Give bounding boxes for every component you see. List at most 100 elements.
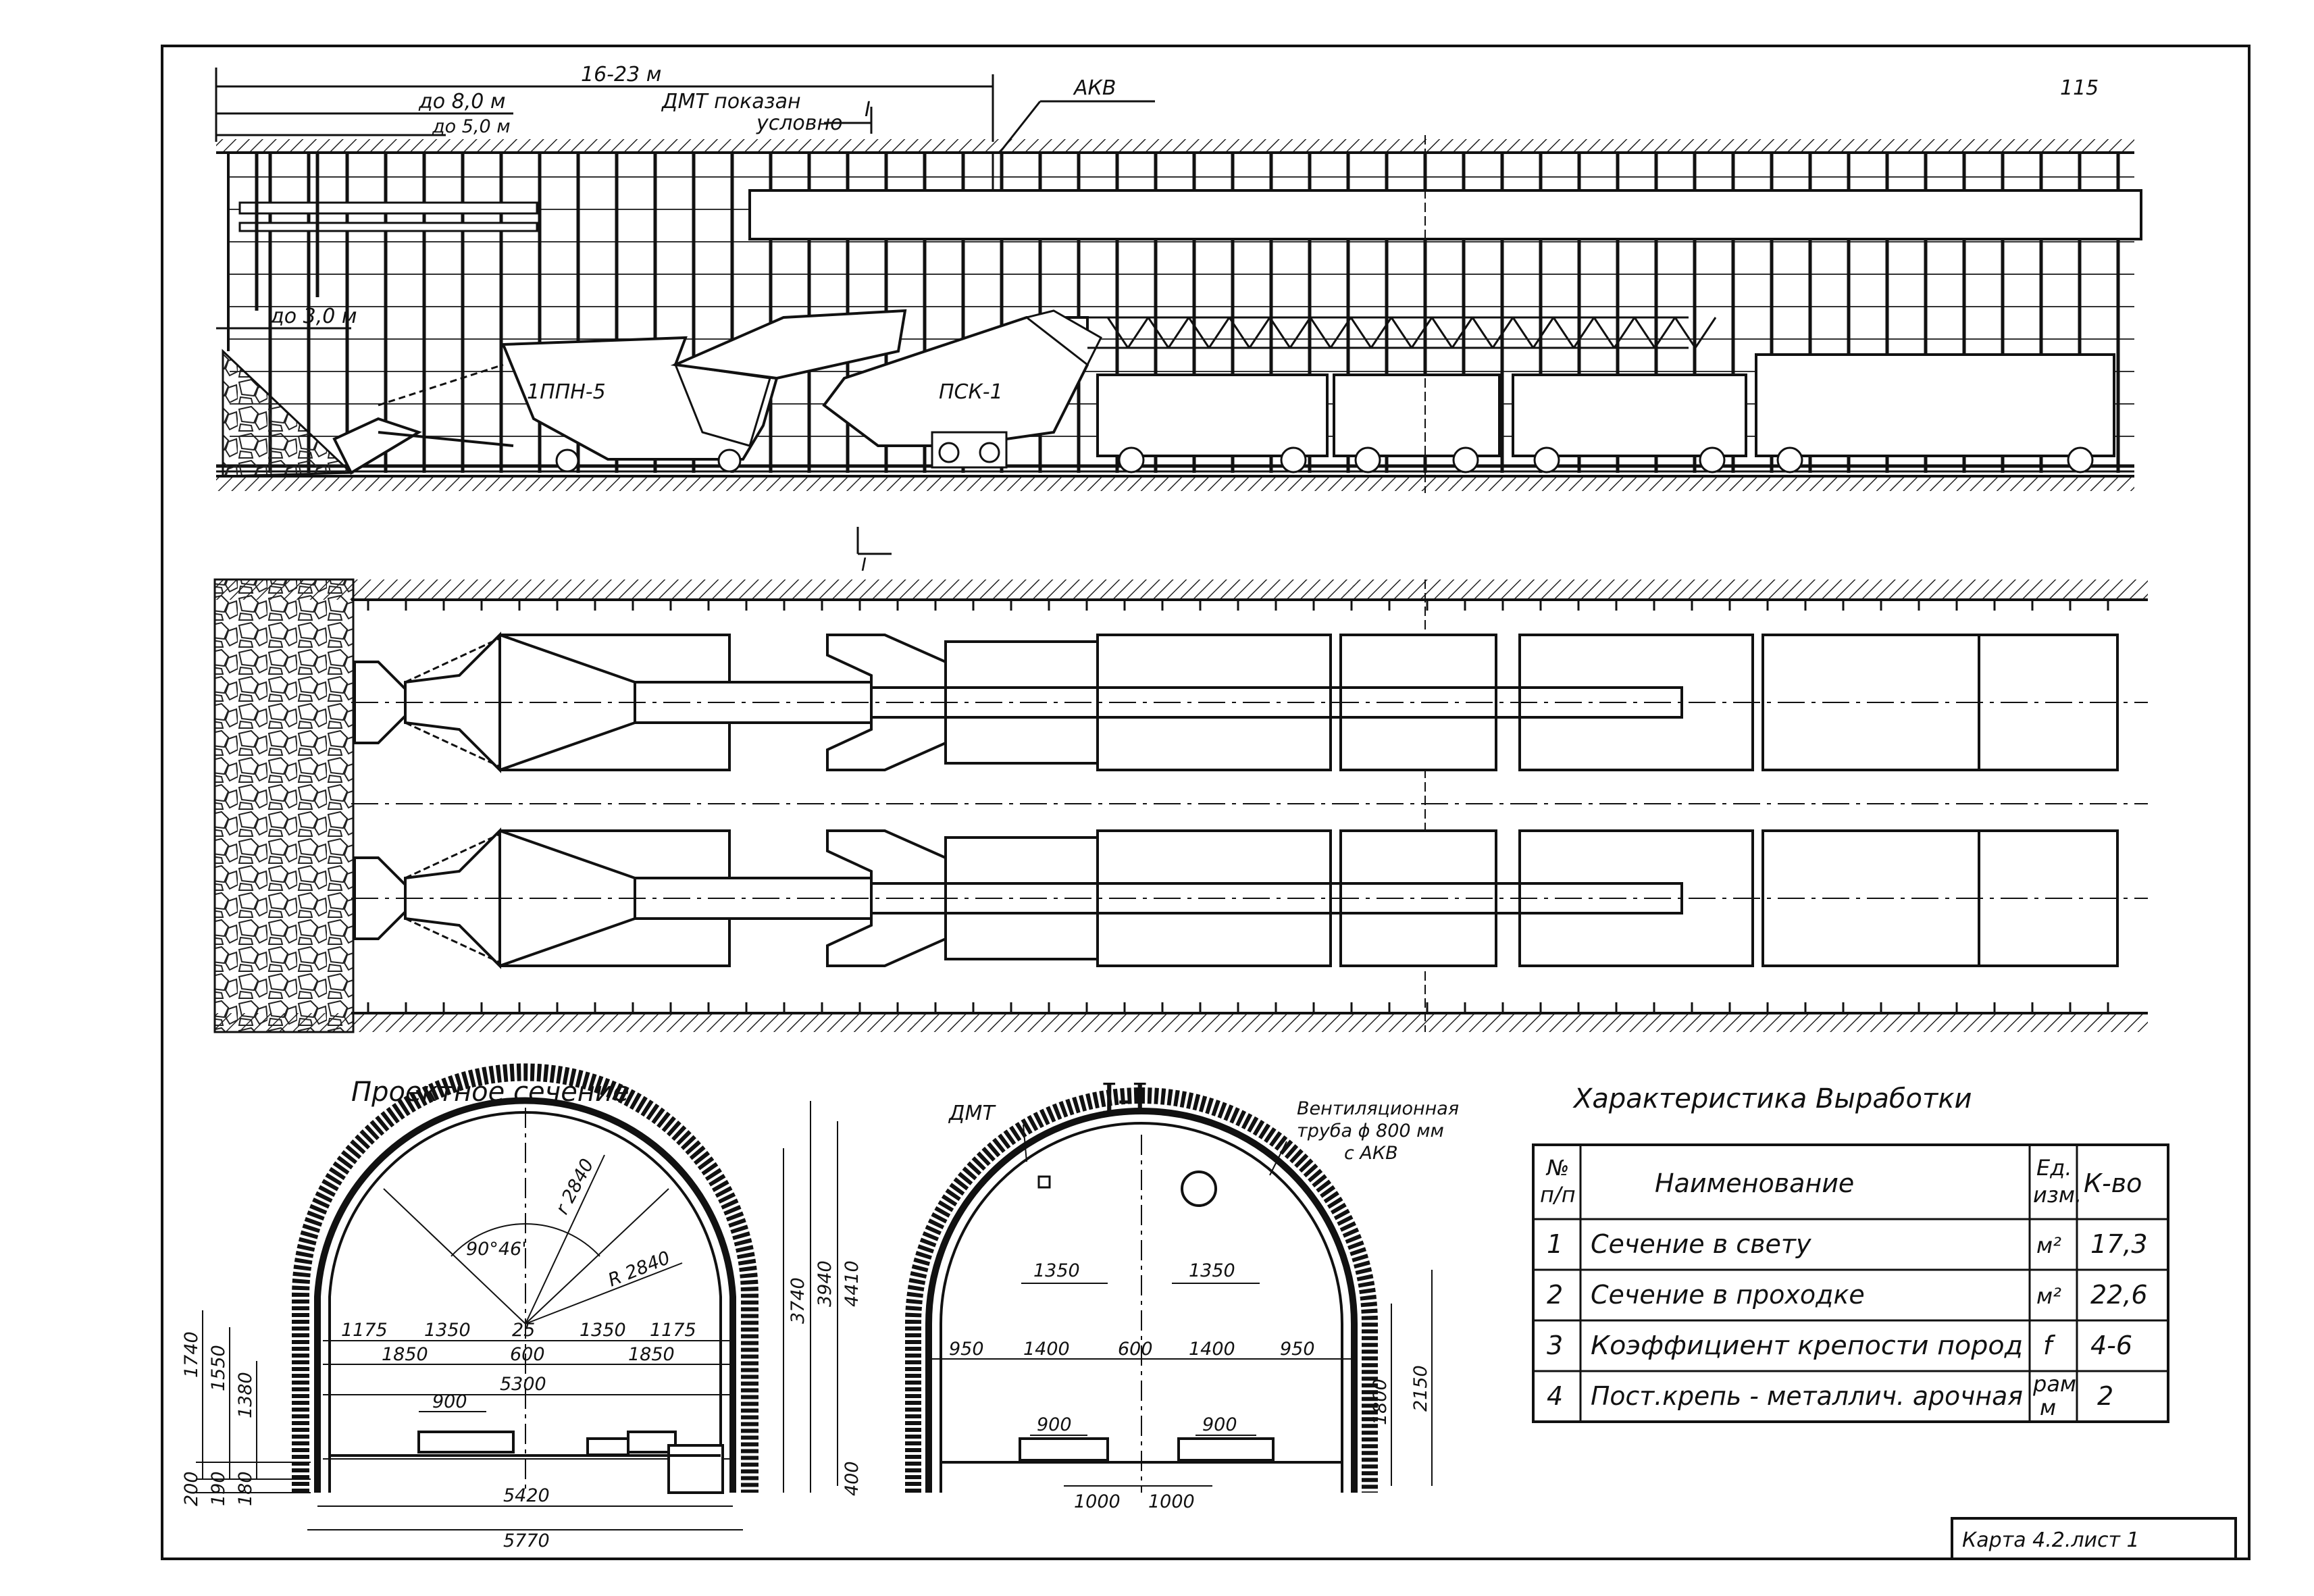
dim-3740: 3740 [788, 1277, 808, 1324]
vent-label-line1: Вентиляционная [1297, 1098, 1459, 1119]
row-4-num: 4 [1547, 1381, 1563, 1411]
row-3-num: 3 [1547, 1331, 1563, 1360]
dim-5300: 5300 [500, 1374, 546, 1395]
plan-top-wall-hatch [215, 580, 2148, 600]
dim-4410: 4410 [842, 1260, 863, 1307]
header-name: Наименование [1655, 1168, 1854, 1198]
dim-gauge-900-right: 900 [1202, 1414, 1237, 1435]
ventilation-pipe [1181, 1170, 1217, 1207]
dim-400: 400 [842, 1461, 863, 1496]
sheet-stamp-box [1951, 1517, 2237, 1560]
loader-bucket [332, 417, 422, 475]
dim-1175-right: 1175 [650, 1320, 696, 1341]
section-arch-support [925, 1108, 1358, 1493]
row-4-unit-top: рам [2032, 1371, 2076, 1397]
conveyor-truss [1087, 316, 1717, 349]
table-header-row: № п/п Наименование Ед. изм. К-во [1540, 1155, 2142, 1208]
row-1-unit: м² [2036, 1233, 2061, 1258]
plan-bottom-wall-hatch [215, 1013, 2148, 1032]
dim-1850-left: 1850 [382, 1344, 428, 1365]
dim-5420: 5420 [503, 1485, 550, 1506]
dim-2150: 2150 [1410, 1365, 1431, 1412]
dim-1800: 1800 [1370, 1379, 1391, 1425]
row-3-unit: f [2043, 1331, 2056, 1360]
header-unit-top: Ед. [2036, 1155, 2072, 1181]
dim-upto-3m: до 3,0 м [269, 305, 357, 328]
dim-upto-5m: до 5,0 м [432, 116, 511, 137]
row-4-qty: 2 [2097, 1381, 2113, 1411]
table-row: 1 Сечение в свету м² 17,3 [1547, 1229, 2148, 1259]
loader-label: 1ППН-5 [527, 380, 606, 404]
header-num-bottom: п/п [1540, 1182, 1576, 1208]
dim-600: 600 [510, 1344, 545, 1365]
dim-1380: 1380 [235, 1372, 256, 1418]
dim-600-center: 600 [1118, 1339, 1153, 1360]
dim-5770: 5770 [503, 1530, 550, 1551]
rock-face-pile [222, 349, 354, 478]
plan-view-tunnel [213, 578, 2148, 1033]
row-2-unit: м² [2036, 1283, 2061, 1309]
side-view-tunnel: 1ППН-5 ПСК-1 [215, 63, 2142, 493]
dim-200: 200 [181, 1471, 202, 1506]
dim-1850-right: 1850 [628, 1344, 675, 1365]
row-2-qty: 22,6 [2090, 1280, 2148, 1310]
table-row: 2 Сечение в проходке м² 22,6 [1547, 1280, 2148, 1310]
dim-1175-left: 1175 [341, 1320, 388, 1341]
sheet-border [161, 45, 2251, 1560]
akv-label: АКВ [1073, 76, 1116, 100]
header-unit-bottom: изм. [2033, 1182, 2082, 1208]
row-1-num: 1 [1547, 1229, 1563, 1259]
row-1-qty: 17,3 [2090, 1229, 2148, 1259]
vent-label-line2: труба ϕ 800 мм [1297, 1121, 1444, 1141]
design-section-drawing: Проектное сечение 90°46' r 2840 R 2840 [181, 1063, 863, 1551]
dmt-marker [1037, 1175, 1051, 1189]
radius-r-label: r 2840 [552, 1156, 598, 1218]
ventilation-duct [748, 189, 2142, 240]
section-outer-rock [905, 1087, 1378, 1493]
dim-1550: 1550 [208, 1345, 229, 1391]
section-1-1-drawing: ДМТ Вентиляционная труба ϕ 800 мм с АКВ … [905, 1087, 1459, 1512]
dim-180: 180 [235, 1471, 256, 1506]
row-2-num: 2 [1547, 1280, 1563, 1310]
dim-1000-right: 1000 [1148, 1491, 1195, 1512]
roof-rock-hatch [216, 139, 2134, 153]
row-4-name: Пост.крепь - металлич. арочная [1591, 1381, 2023, 1411]
dim-950-right: 950 [1280, 1339, 1315, 1360]
row-3-name: Коэффициент крепости пород [1591, 1331, 2023, 1360]
sheet-stamp: Карта 4.2.лист 1 [1962, 1528, 2140, 1552]
dim-950-left: 950 [949, 1339, 984, 1360]
dim-gauge-900-left: 900 [1037, 1414, 1072, 1435]
dmt-label: ДМТ [948, 1102, 996, 1125]
dmt-note-line1: ДМТ показан [661, 90, 801, 113]
dmt-note-line2: условно [756, 111, 842, 135]
dim-3940: 3940 [815, 1260, 835, 1307]
row-2-name: Сечение в проходке [1591, 1280, 1865, 1310]
section-mark-top: I [865, 98, 871, 122]
row-1-name: Сечение в свету [1591, 1229, 1811, 1259]
conveyor-label: ПСК-1 [939, 380, 1003, 404]
dim-25: 25 [512, 1320, 535, 1341]
dim-top-1350-left: 1350 [1033, 1260, 1080, 1281]
dim-1000-left: 1000 [1074, 1491, 1121, 1512]
mine-car-train [1096, 353, 2115, 473]
dim-upto-8m: до 8,0 м [418, 90, 506, 113]
vent-label-line3: с АКВ [1344, 1143, 1398, 1164]
dim-1740: 1740 [181, 1331, 202, 1378]
row-3-qty: 4-6 [2090, 1331, 2132, 1360]
dim-top-1350-right: 1350 [1189, 1260, 1235, 1281]
dmt-beam [238, 201, 538, 215]
characteristics-table: Характеристика Выработки № п/п Наименова… [1532, 1083, 2169, 1423]
plan-rock-face [213, 578, 355, 1033]
header-num-top: № [1545, 1155, 1569, 1181]
section-cut-marker [856, 527, 892, 555]
row-4-unit-bottom: м [2040, 1395, 2056, 1420]
table-row: 4 Пост.крепь - металлич. арочная рам м 2 [1547, 1371, 2113, 1420]
floor-rock-hatch [216, 476, 2134, 491]
design-arch-support [314, 1097, 736, 1493]
section-mark-bottom: I [861, 555, 867, 575]
dim-total-length: 16-23 м [581, 63, 661, 86]
dim-1350-right: 1350 [580, 1320, 626, 1341]
header-qty: К-во [2084, 1168, 2142, 1198]
radius-R-label: R 2840 [605, 1247, 673, 1291]
